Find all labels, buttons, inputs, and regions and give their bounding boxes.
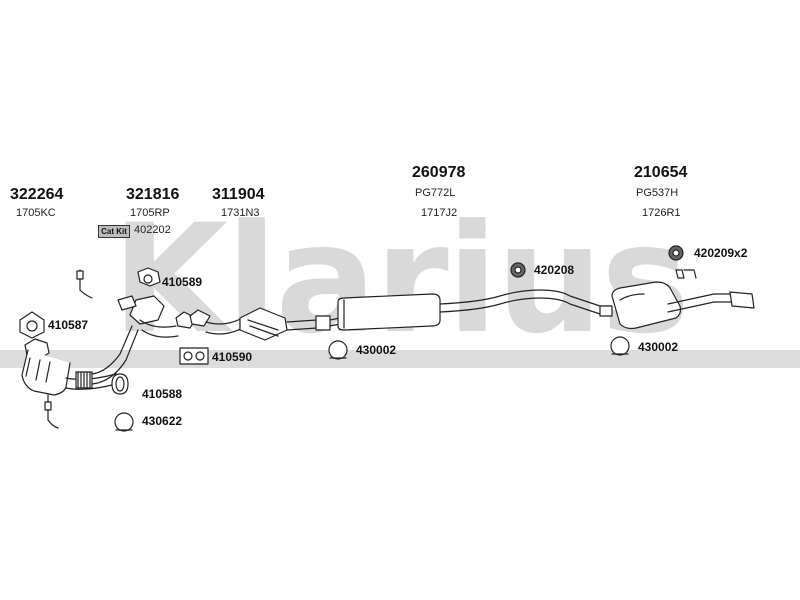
clamp-430002-mid-icon[interactable]	[328, 340, 348, 360]
rear-silencer-210654[interactable]	[611, 269, 755, 330]
lambda-sensor-lower[interactable]	[44, 394, 59, 429]
clamp-430622-icon[interactable]	[114, 412, 134, 432]
cat-kit-badge: Cat Kit	[98, 225, 130, 238]
part-ref-1705KC: 1705KC	[16, 207, 56, 219]
label-410588[interactable]: 410588	[142, 387, 183, 401]
part-number-210654[interactable]: 210654	[634, 164, 688, 181]
part-ref-1731N3: 1731N3	[221, 207, 260, 219]
part-number-311904[interactable]: 311904	[212, 186, 265, 203]
label-430622[interactable]: 430622	[142, 414, 183, 428]
label-430002-rear[interactable]: 430002	[638, 340, 679, 354]
part-ref-1705RP: 1705RP	[130, 207, 170, 219]
lambda-sensor-upper[interactable]	[76, 269, 93, 299]
gasket-410589-icon[interactable]	[137, 267, 161, 287]
label-410590[interactable]: 410590	[212, 350, 253, 364]
clamp-430002-rear-icon[interactable]	[610, 336, 630, 356]
part-ref-PG772L: PG772L	[415, 187, 456, 199]
label-430002-mid[interactable]: 430002	[356, 343, 397, 357]
gasket-410587-icon[interactable]	[19, 311, 45, 339]
catalyst-pipe-311904[interactable]	[175, 307, 331, 341]
flex-joint[interactable]	[75, 371, 93, 389]
label-420209x2[interactable]: 420209x2	[694, 246, 748, 260]
mount-420208-icon[interactable]	[510, 262, 526, 278]
part-number-260978[interactable]: 260978	[412, 164, 466, 181]
gasket-410590-icon[interactable]	[179, 347, 209, 365]
label-420208[interactable]: 420208	[534, 263, 575, 277]
part-ref-1717J2: 1717J2	[421, 207, 458, 219]
ring-410588-icon[interactable]	[111, 373, 129, 395]
centre-silencer-260978[interactable]	[329, 289, 613, 331]
front-pipe-321816[interactable]	[91, 295, 179, 385]
part-ref-1726R1: 1726R1	[642, 207, 681, 219]
part-ref-PG537H: PG537H	[636, 187, 679, 199]
label-410587[interactable]: 410587	[48, 318, 89, 332]
cat-kit-number[interactable]: 402202	[134, 224, 171, 236]
part-number-321816[interactable]: 321816	[126, 186, 180, 203]
front-catalyst-322264[interactable]	[21, 338, 117, 396]
part-number-322264[interactable]: 322264	[10, 186, 64, 203]
mount-420209-icon[interactable]	[668, 245, 684, 261]
label-410589[interactable]: 410589	[162, 275, 203, 289]
